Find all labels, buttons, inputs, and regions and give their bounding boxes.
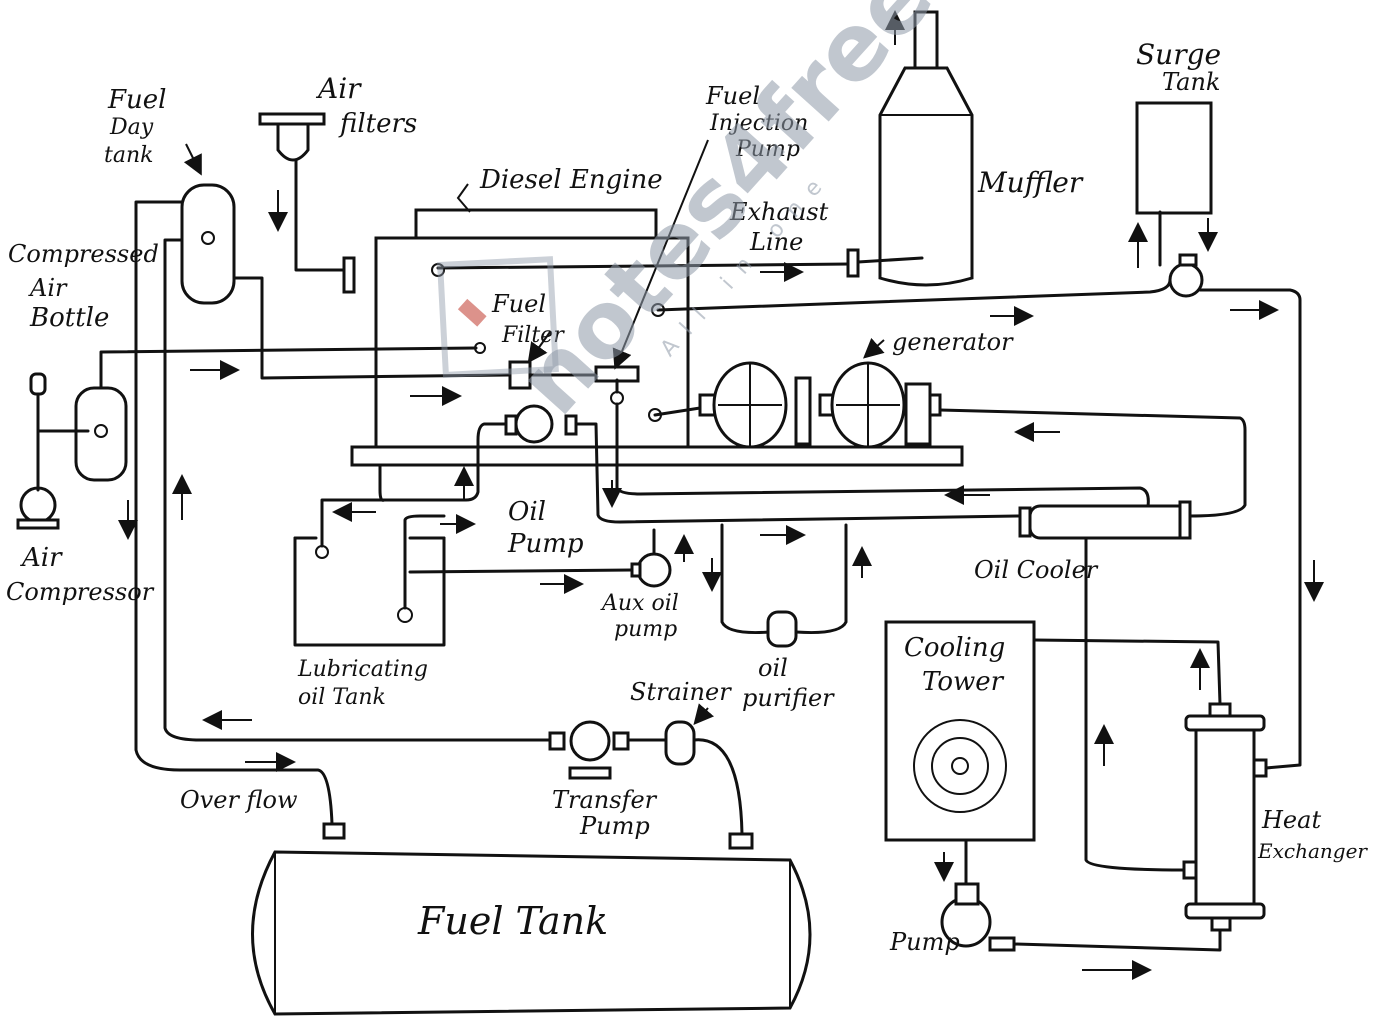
label-oil-cooler: Oil Cooler [974, 556, 1099, 584]
compressed-air-bottle [76, 388, 126, 480]
label-compressed-air-bottle-2: Air [28, 274, 68, 302]
label-lubricating-oil-tank-1: Lubricating [297, 657, 428, 682]
label-strainer: Strainer [630, 678, 732, 706]
oil-cooler [1020, 502, 1190, 538]
label-oil-pump-1: Oil [508, 497, 546, 527]
label-fuel-filter-1: Fuel [491, 290, 546, 318]
label-fuel-tank: Fuel Tank [417, 899, 608, 943]
label-pump: Pump [889, 928, 960, 956]
label-lubricating-oil-tank-2: oil Tank [298, 685, 386, 710]
label-cooling-tower-1: Cooling [904, 633, 1005, 663]
label-compressed-air-bottle-1: Compressed [8, 240, 159, 268]
label-surge-tank-1: Surge [1136, 38, 1221, 71]
aux-oil-pump [638, 554, 670, 586]
label-air-compressor-2: Compressor [6, 578, 155, 606]
label-transfer-pump-2: Pump [579, 812, 650, 840]
label-aux-oil-pump-1: Aux oil [600, 591, 679, 616]
label-compressed-air-bottle-3: Bottle [29, 303, 109, 333]
surge-tank-pump [1170, 255, 1202, 296]
label-cooling-tower-2: Tower [922, 667, 1005, 697]
label-over-flow: Over flow [180, 786, 298, 814]
label-air-filters-2: filters [338, 109, 417, 139]
label-air-filters-1: Air [315, 72, 362, 105]
label-muffler: Muffler [977, 166, 1084, 199]
label-surge-tank-2: Tank [1162, 68, 1220, 96]
label-diesel-engine: Diesel Engine [479, 165, 663, 195]
label-generator: generator [892, 328, 1014, 356]
generator [700, 363, 940, 447]
label-air-compressor-1: Air [20, 543, 63, 573]
lubricating-oil-tank [295, 538, 444, 645]
label-fuel-day-tank-2: Day [109, 115, 154, 140]
label-oil-pump-2: Pump [507, 529, 584, 559]
oil-purifier [722, 525, 846, 646]
label-oil-purifier-2: purifier [742, 684, 835, 712]
label-fuel-day-tank-1: Fuel [107, 85, 167, 115]
engine-base [352, 447, 962, 465]
label-oil-purifier-1: oil [758, 654, 788, 682]
air-filter [260, 114, 324, 160]
strainer [666, 722, 694, 764]
heat-exchanger [1184, 704, 1266, 930]
label-aux-oil-pump-2: pump [614, 617, 677, 642]
surge-tank [1137, 103, 1211, 213]
label-fuel-day-tank-3: tank [104, 143, 153, 168]
label-transfer-pump-1: Transfer [552, 786, 658, 814]
transfer-pump [550, 722, 628, 778]
fuel-day-tank [182, 185, 234, 303]
label-heat-exchanger-2: Exchanger [1257, 839, 1368, 863]
label-heat-exchanger-1: Heat [1261, 806, 1321, 834]
